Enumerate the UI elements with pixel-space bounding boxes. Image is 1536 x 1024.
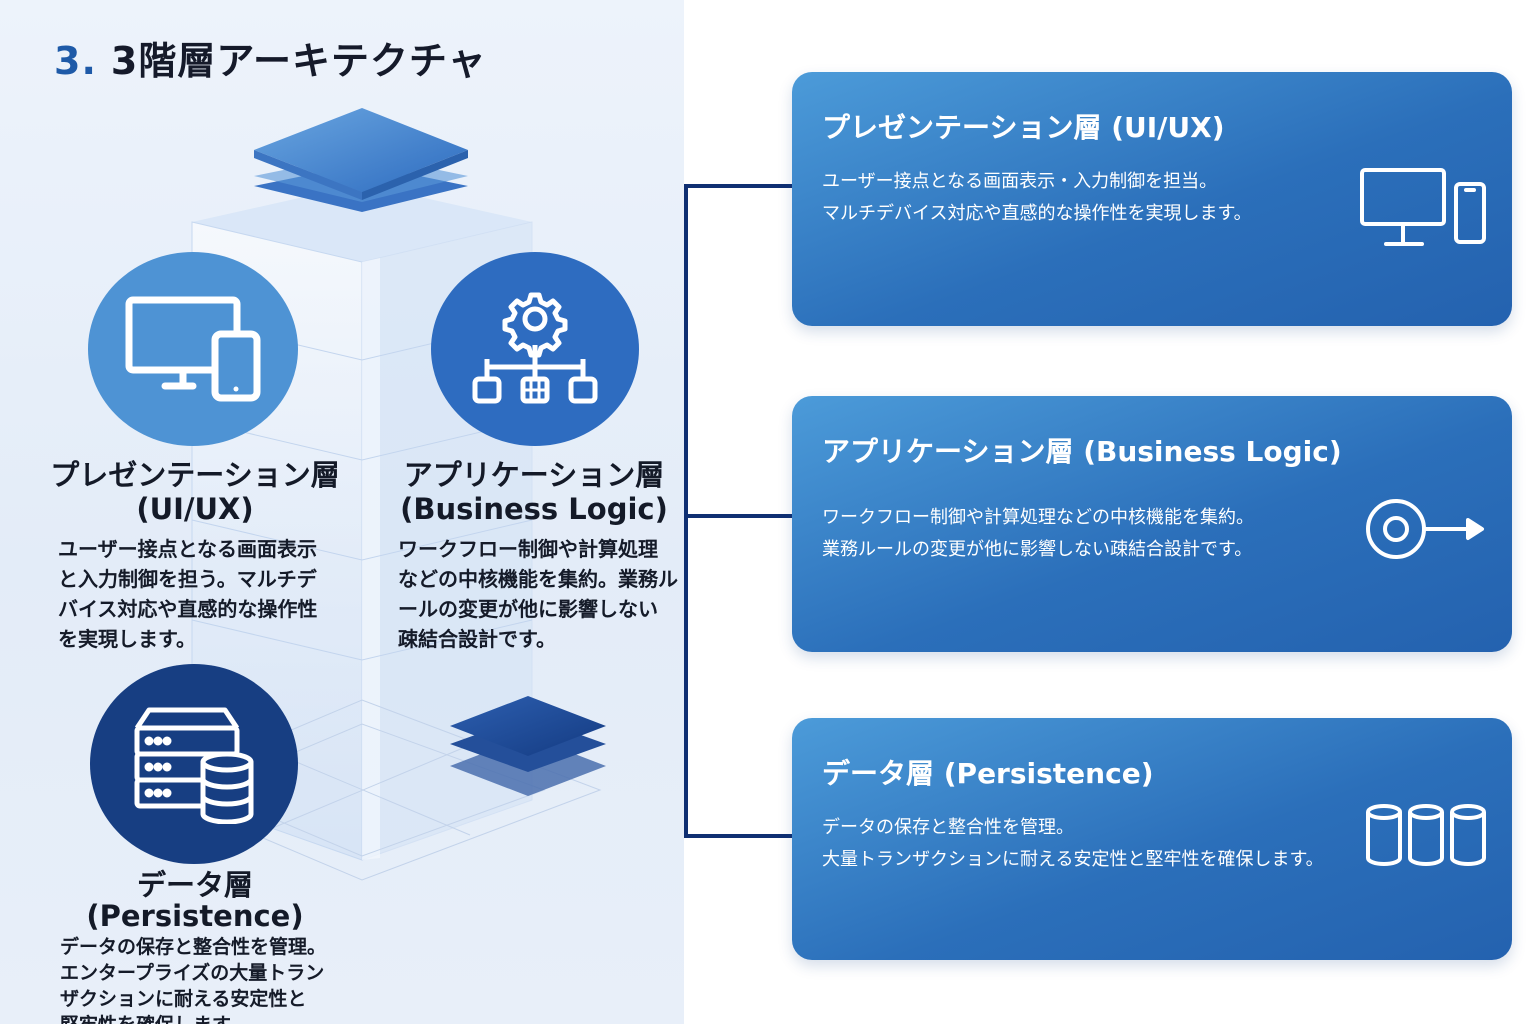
database-cylinders-icon: [1366, 804, 1486, 866]
section-number: 3.: [54, 39, 97, 83]
presentation-card: プレゼンテーション層 (UI/UX) ユーザー接点となる画面表示・入力制御を担当…: [792, 72, 1512, 326]
presentation-desc-line-1: ユーザー接点となる画面表示: [58, 537, 317, 561]
application-title-line-2: (Business Logic): [400, 492, 668, 526]
data-layer-title: データ層 (Persistence): [40, 870, 350, 932]
title-text: 3階層アーキテクチャ: [110, 39, 487, 83]
application-circle: [431, 252, 639, 446]
application-layer-desc: ワークフロー制御や計算処理 などの中核機能を集約。業務ル ールの変更が他に影響し…: [398, 534, 678, 654]
application-title-line-1: アプリケーション層: [403, 458, 665, 492]
server-database-icon: [134, 707, 254, 824]
bottom-plate-stack: [450, 696, 606, 796]
presentation-desc-line-3: バイス対応や直感的な操作性: [58, 597, 318, 621]
presentation-card-desc-line-1: ユーザー接点となる画面表示・入力制御を担当。: [822, 171, 1218, 192]
connector-bracket: [684, 184, 792, 838]
application-card-desc: ワークフロー制御や計算処理などの中核機能を集約。 業務ルールの変更が他に影響しな…: [822, 502, 1254, 566]
presentation-desc-line-4: を実現します。: [58, 627, 196, 651]
data-circle: [90, 664, 298, 864]
data-card: データ層 (Persistence) データの保存と整合性を管理。 大量トランザ…: [792, 718, 1512, 960]
presentation-card-desc: ユーザー接点となる画面表示・入力制御を担当。 マルチデバイス対応や直感的な操作性…: [822, 166, 1252, 230]
data-desc-line-3: ザクションに耐える安定性と: [60, 988, 307, 1010]
application-card-desc-line-1: ワークフロー制御や計算処理などの中核機能を集約。: [822, 507, 1254, 528]
application-card-desc-line-2: 業務ルールの変更が他に影響しない疎結合設計です。: [822, 539, 1253, 560]
presentation-card-desc-line-2: マルチデバイス対応や直感的な操作性を実現します。: [822, 203, 1252, 224]
glass-pillar: [191, 184, 533, 861]
presentation-desc-line-2: と入力制御を担う。マルチデ: [58, 567, 317, 591]
presentation-card-title: プレゼンテーション層 (UI/UX): [822, 111, 1225, 144]
data-layer-desc: データの保存と整合性を管理。 エンタープライズの大量トラン ザクションに耐える安…: [60, 934, 326, 1024]
page-title: 3. 3階層アーキテクチャ: [54, 30, 487, 85]
architecture-illustration: [148, 108, 606, 881]
monitor-phone-icon: [1360, 168, 1486, 246]
data-card-desc: データの保存と整合性を管理。 大量トランザクションに耐える安定性と堅牢性を確保し…: [822, 812, 1324, 876]
presentation-circle: [88, 252, 298, 446]
application-layer-title: アプリケーション層 (Business Logic): [384, 458, 684, 526]
data-card-desc-line-1: データの保存と整合性を管理。: [822, 817, 1074, 838]
application-desc-line-1: ワークフロー制御や計算処理: [398, 537, 658, 561]
gear-workflow-icon: [472, 292, 598, 404]
application-desc-line-2: などの中核機能を集約。業務ル: [398, 567, 678, 591]
top-plate-stack: [254, 108, 468, 212]
right-panel: プレゼンテーション層 (UI/UX) ユーザー接点となる画面表示・入力制御を担当…: [684, 0, 1536, 1024]
data-desc-line-2: エンタープライズの大量トラン: [60, 962, 325, 984]
data-card-desc-line-2: 大量トランザクションに耐える安定性と堅牢性を確保します。: [822, 849, 1324, 870]
application-card-title: アプリケーション層 (Business Logic): [822, 435, 1342, 468]
data-title-line-2: (Persistence): [86, 899, 304, 933]
application-desc-line-3: ールの変更が他に影響しない: [398, 597, 658, 621]
application-card: アプリケーション層 (Business Logic) ワークフロー制御や計算処理…: [792, 396, 1512, 652]
data-desc-line-1: データの保存と整合性を管理。: [60, 936, 327, 958]
left-panel: 3. 3階層アーキテクチャ: [0, 0, 684, 1024]
presentation-layer-title: プレゼンテーション層 (UI/UX): [40, 458, 350, 526]
monitor-tablet-icon: [125, 296, 261, 402]
presentation-title-line-2: (UI/UX): [136, 492, 254, 526]
application-desc-line-4: 疎結合設計です。: [398, 627, 556, 651]
data-title-line-1: データ層: [136, 868, 253, 902]
data-card-title: データ層 (Persistence): [822, 757, 1154, 790]
presentation-title-line-1: プレゼンテーション層: [50, 458, 340, 492]
presentation-layer-desc: ユーザー接点となる画面表示 と入力制御を担う。マルチデ バイス対応や直感的な操作…: [58, 534, 317, 654]
target-arrow-icon: [1366, 499, 1484, 559]
data-desc-line-4: 堅牢性を確保します。: [60, 1012, 326, 1024]
